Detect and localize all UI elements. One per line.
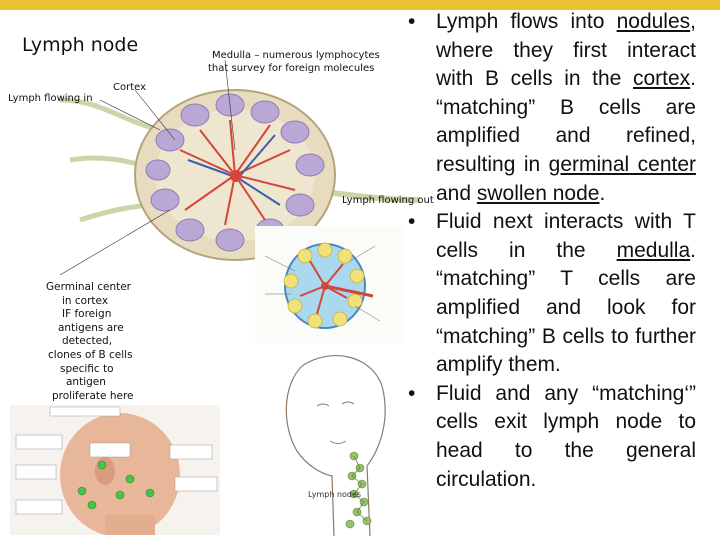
top-accent-bar: [0, 0, 720, 10]
medulla-label-line2: that survey for foreign molecules: [208, 63, 375, 74]
medulla-label-line1: Medulla – numerous lymphocytes: [212, 50, 380, 61]
lymph-node-title: Lymph node: [22, 34, 139, 56]
germinal-center-note: Germinal center in cortex IF foreign ant…: [46, 281, 196, 403]
bullet-item: • Fluid and any “matching‘” cells exit ly…: [408, 380, 696, 494]
underlined-term: nodules: [616, 10, 691, 33]
underlined-term: medulla: [616, 238, 691, 262]
bullet-dot: •: [408, 10, 416, 33]
bullet-dot: •: [408, 210, 416, 234]
underlined-term: germinal center: [548, 152, 696, 176]
lymph-in-label: Lymph flowing in: [8, 93, 93, 104]
lymph-node-illustration: [60, 60, 421, 276]
neck-lymph-sketch: [285, 355, 386, 536]
bullet-item: • Fluid next interacts with T cells in th…: [408, 208, 696, 380]
germinal-line: clones of B cells: [48, 348, 133, 361]
lymph-out-label: Lymph flowing out: [342, 195, 434, 206]
bullet-list: • Lymph flows into nodules, where they fi…: [408, 8, 696, 494]
underlined-term: swollen node: [476, 181, 600, 205]
underlined-term: cortex: [632, 67, 691, 91]
bullet-text: . “matching” B cells are amplified and r…: [436, 67, 696, 176]
germinal-line: detected,: [62, 335, 113, 348]
germinal-line: antigen: [66, 376, 106, 389]
bullet-text: , where they first interact with B cells…: [436, 10, 696, 91]
bullet-text: . “matching” T cells are amplified and l…: [436, 238, 696, 377]
bullet-text: Fluid and any “matching‘” cells exit lym…: [436, 381, 696, 491]
bullet-item: • Lymph flows into nodules, where they fi…: [408, 8, 696, 208]
infant-head-lymph-photo: [10, 405, 220, 535]
bullet-text: Lymph flows into: [436, 10, 617, 33]
bullet-text: Fluid next interacts with T cells in the: [436, 210, 696, 262]
cortex-label: Cortex: [113, 82, 147, 93]
node-cross-section-diagram: [255, 226, 405, 344]
bullet-dot: •: [408, 381, 416, 405]
bullet-text: and: [436, 181, 477, 205]
germinal-line: IF foreign: [62, 308, 112, 321]
germinal-line: proliferate here: [52, 389, 134, 402]
germinal-line: antigens are: [58, 321, 124, 334]
germinal-line: specific to: [60, 362, 114, 375]
germinal-line: Germinal center: [46, 281, 131, 293]
germinal-line: in cortex: [62, 294, 109, 307]
lymph-nodes-label: Lymph nodes: [308, 490, 362, 499]
bullet-text: .: [599, 181, 606, 205]
